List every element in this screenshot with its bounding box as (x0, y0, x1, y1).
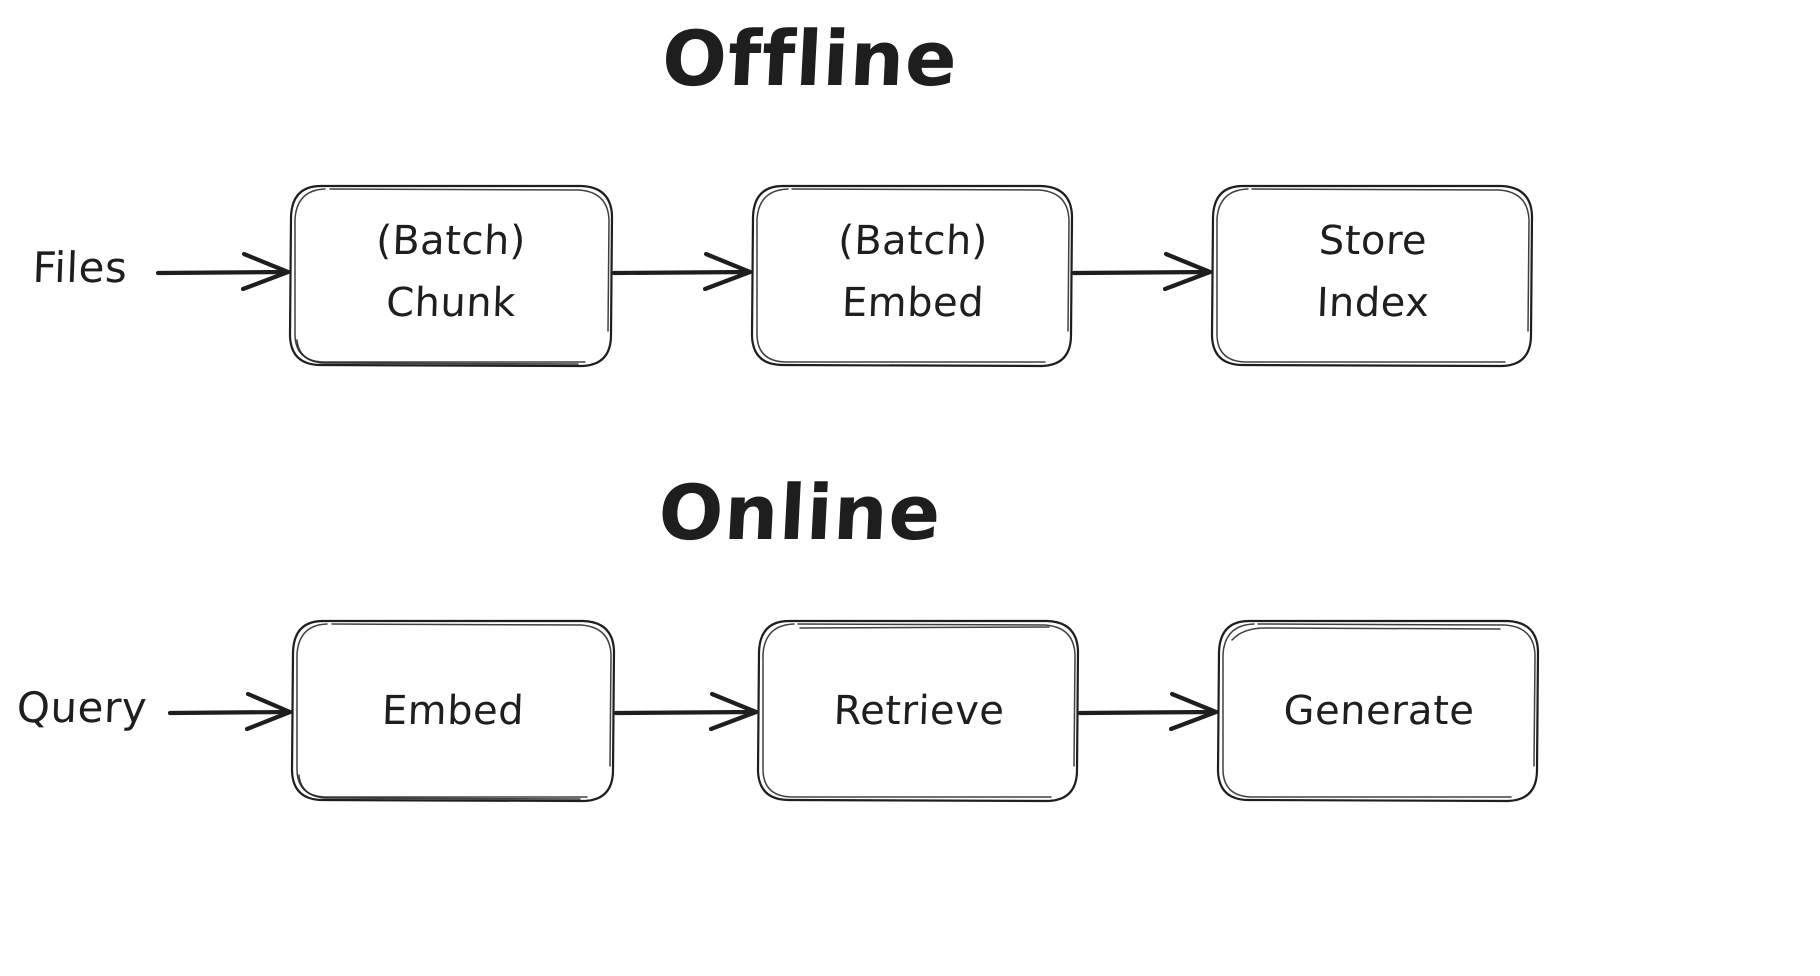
node-label-batch-chunk-line1: (Batch) (375, 218, 527, 264)
node-box-retrieve[interactable] (756, 619, 1080, 803)
edge-label-query: Query (16, 683, 148, 732)
section-title-offline: Offline (659, 14, 961, 103)
arrow-retrieve-to-generate (1077, 691, 1219, 732)
arrow-query-to-embed (167, 691, 293, 732)
node-label-retrieve: Retrieve (832, 688, 1006, 734)
arrow-embed-to-store (1071, 251, 1213, 292)
node-label-generate: Generate (1282, 688, 1476, 734)
arrow-embed-to-retrieve (613, 691, 759, 732)
node-box-generate[interactable] (1216, 619, 1540, 803)
arrow-chunk-to-embed (611, 251, 753, 292)
node-box-batch-chunk[interactable] (288, 184, 614, 368)
node-label-store-index-line1: Store (1318, 218, 1428, 264)
arrow-files-to-chunk (155, 251, 291, 292)
node-label-embed: Embed (381, 688, 525, 734)
node-label-batch-chunk-line2: Chunk (385, 280, 517, 326)
node-label-batch-embed-line1: (Batch) (837, 218, 989, 264)
node-label-batch-embed-line2: Embed (841, 280, 985, 326)
edge-label-files: Files (31, 243, 129, 292)
node-box-store-index[interactable] (1210, 184, 1534, 368)
node-box-embed[interactable] (290, 619, 616, 803)
node-box-batch-embed[interactable] (750, 184, 1074, 368)
node-label-store-index-line2: Index (1315, 280, 1431, 326)
section-title-online: Online (656, 468, 944, 557)
